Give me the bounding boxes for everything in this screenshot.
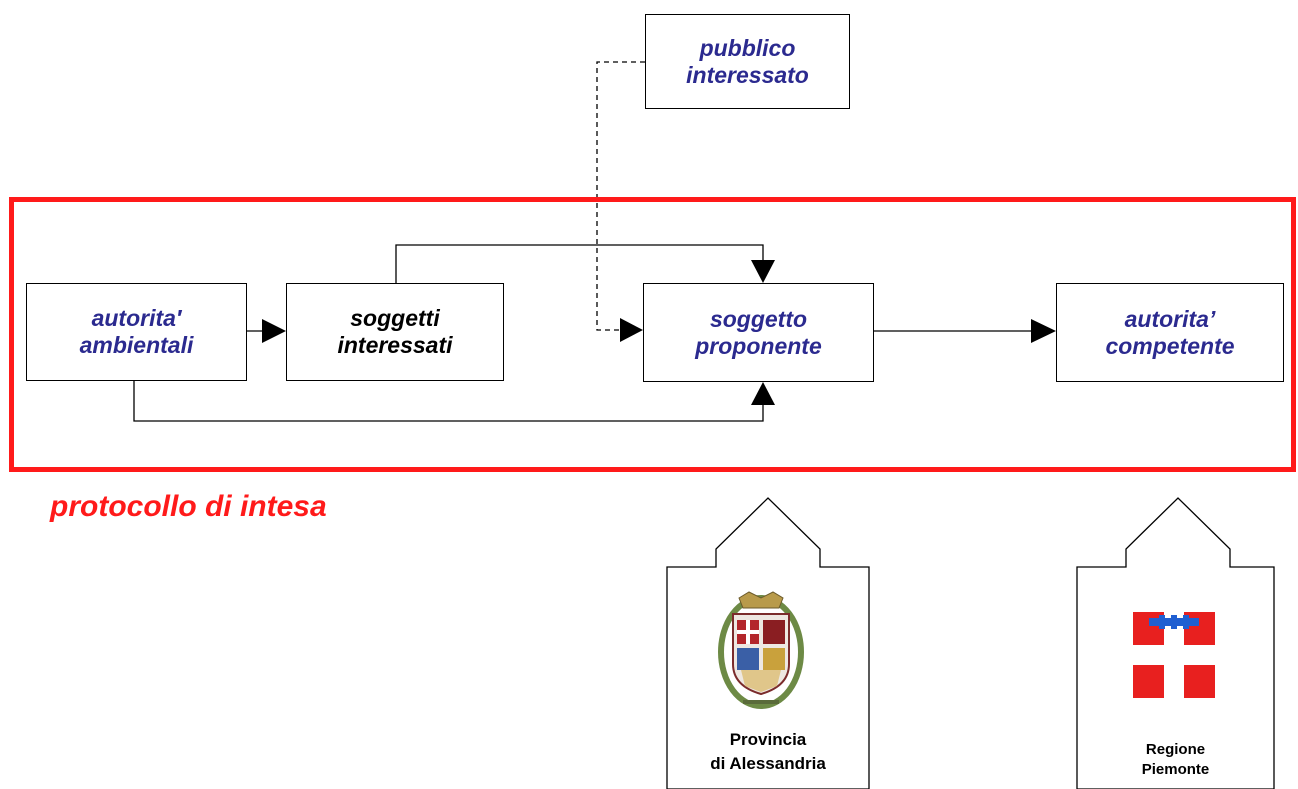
node-label-line1: autorita’ [1124, 305, 1216, 332]
node-label-line2: interessati [337, 332, 453, 358]
provincia-line1: Provincia [729, 730, 807, 749]
piemonte-cross-icon [1133, 612, 1215, 698]
node-label-line2: proponente [695, 332, 822, 359]
node-soggetto-proponente: soggetto proponente [643, 283, 874, 382]
protocol-frame [9, 197, 1296, 472]
node-label-line1: soggetto [709, 305, 808, 332]
node-soggetti-interessati: soggetti interessati [286, 283, 504, 381]
node-pubblico-interessato: pubblico interessato [645, 14, 850, 109]
node-autorita-ambientali: autorita′ ambientali [26, 283, 247, 381]
provincia-line2: di Alessandria [710, 754, 826, 773]
regione-line2: Piemonte [1141, 761, 1210, 778]
arrowhead-pubblico-proponente [620, 318, 643, 342]
connector-soggetti-proponente [395, 244, 764, 283]
node-label-line2: interessato [686, 61, 809, 88]
arrowhead-proponente-competente [1031, 319, 1056, 343]
dashed-connector-pubblico-proponente [596, 61, 645, 331]
provincia-label: Provincia di Alessandria [667, 728, 869, 776]
arrowhead-ambientali-soggetti [262, 319, 286, 343]
node-label-line2: ambientali [79, 332, 194, 358]
node-label-line1: pubblico [699, 34, 796, 61]
node-autorita-competente: autorita’ competente [1056, 283, 1284, 382]
node-label-line1: soggetti [350, 305, 440, 331]
node-label-line2: competente [1105, 332, 1235, 359]
regione-label: Regione Piemonte [1077, 740, 1274, 780]
arrowhead-soggetti-proponente [751, 260, 775, 283]
regione-line1: Regione [1145, 741, 1206, 758]
connector-ambientali-proponente [133, 381, 764, 422]
arrowhead-ambientali-proponente [751, 382, 775, 405]
frame-caption: protocollo di intesa [50, 490, 327, 523]
provincia-coat-of-arms-icon [718, 591, 804, 709]
node-label-line1: autorita′ [91, 305, 182, 331]
